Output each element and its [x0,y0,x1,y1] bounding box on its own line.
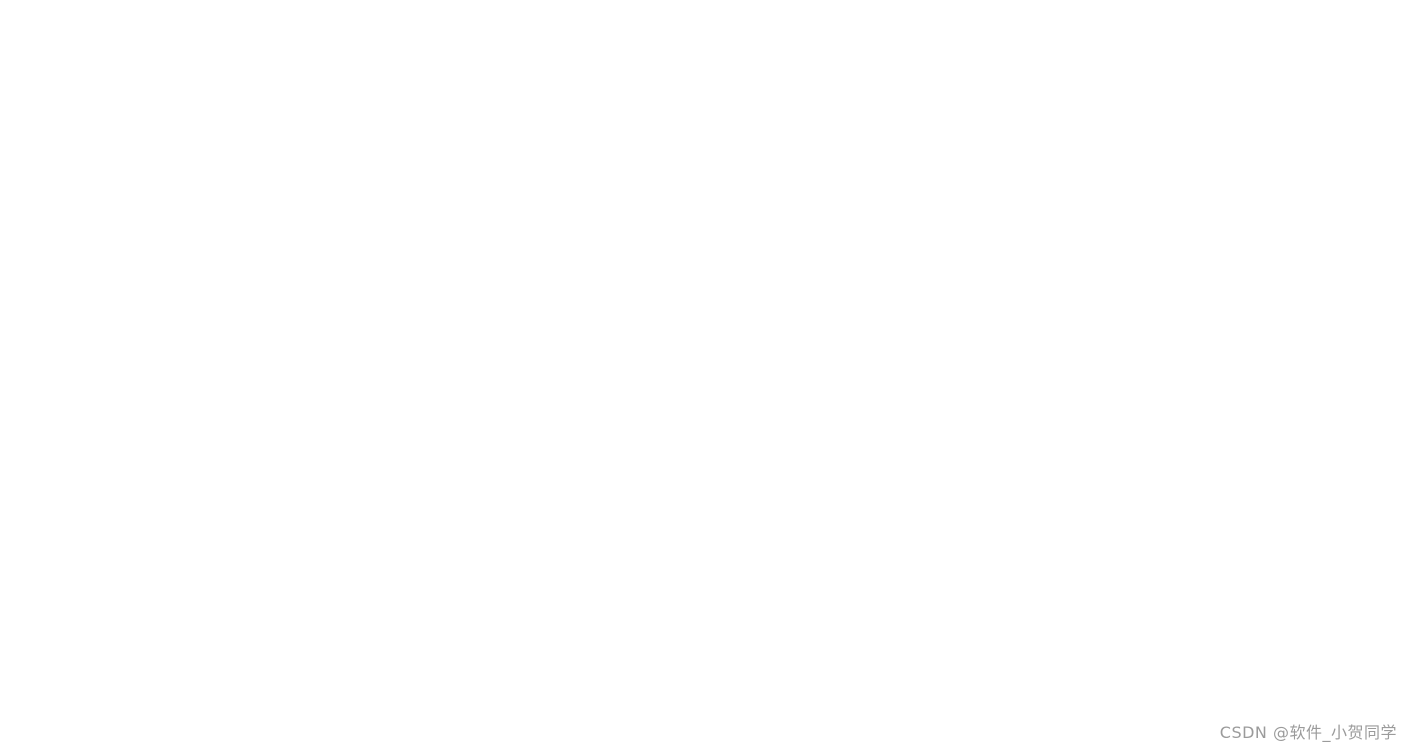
watermark-text: CSDN @软件_小贺同学 [1219,723,1397,742]
